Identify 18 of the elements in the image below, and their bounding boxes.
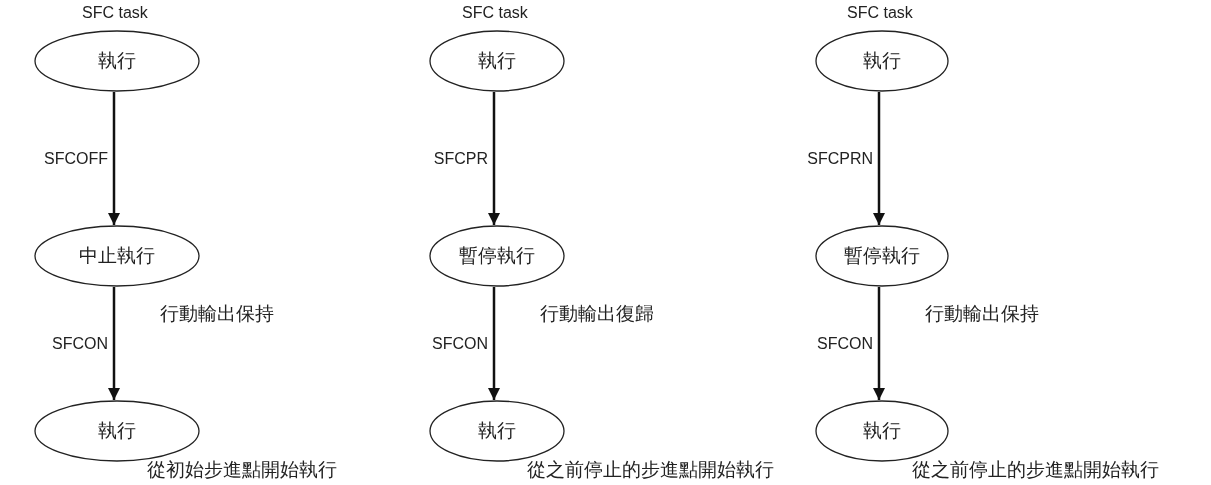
note-text: 行動輸出復歸 — [540, 301, 654, 326]
note-text: 行動輸出保持 — [925, 301, 1039, 326]
arrow — [107, 92, 121, 225]
column-heading: SFC task — [462, 4, 528, 22]
column-heading: SFC task — [82, 4, 148, 22]
state-ellipse: 執行 — [34, 30, 200, 92]
note-text: 行動輸出保持 — [160, 301, 274, 326]
column-heading: SFC task — [847, 4, 913, 22]
arrow — [487, 92, 501, 225]
state-ellipse: 暫停執行 — [815, 225, 949, 287]
state-ellipse: 執行 — [429, 30, 565, 92]
arrow — [107, 287, 121, 400]
state-ellipse: 中止執行 — [34, 225, 200, 287]
state-ellipse: 暫停執行 — [429, 225, 565, 287]
arrow — [872, 92, 886, 225]
arrow — [487, 287, 501, 400]
arrow — [872, 287, 886, 400]
state-ellipse: 執行 — [815, 30, 949, 92]
